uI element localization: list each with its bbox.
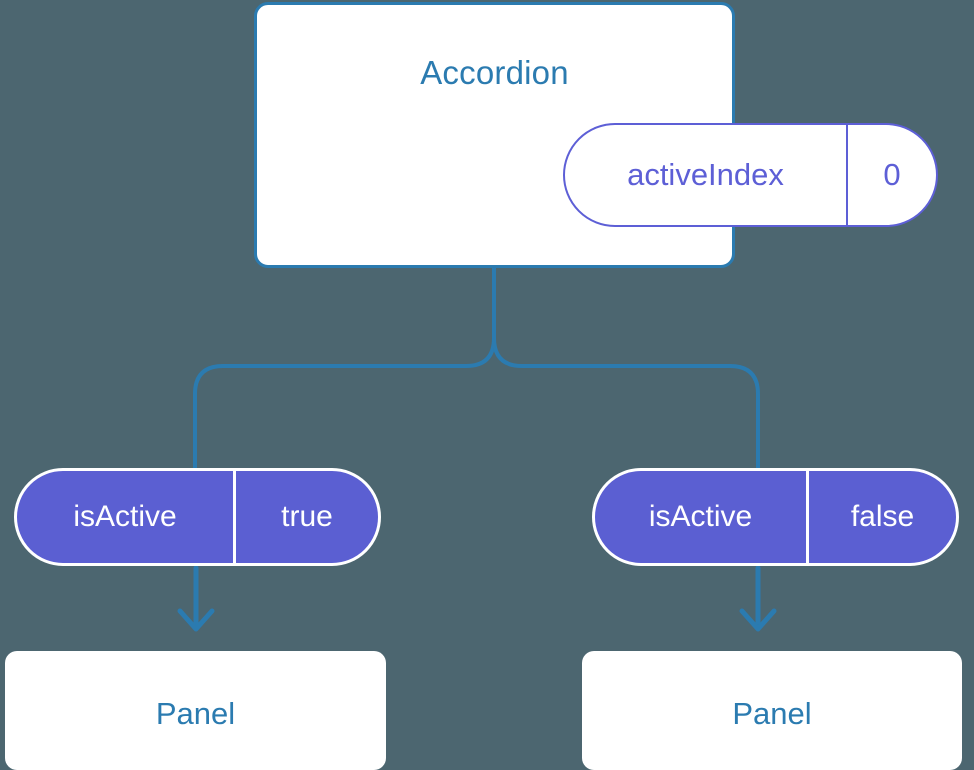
prop-pill-is-active-false[interactable]: isActive false [592, 468, 959, 566]
panel-title: Panel [732, 695, 812, 731]
state-pill-active-index[interactable]: activeIndex 0 [563, 123, 938, 227]
state-key-label: activeIndex [627, 157, 784, 192]
panel-component-card-right[interactable]: Panel [582, 651, 962, 770]
connector-branch-right [492, 264, 760, 470]
prop-key-label: isActive [73, 500, 177, 533]
connector-branch-left [193, 264, 496, 470]
arrow-down-icon-left [177, 565, 215, 632]
prop-key-label: isActive [648, 500, 753, 533]
state-value-label: 0 [846, 125, 936, 225]
accordion-component-card[interactable]: Accordion activeIndex 0 [254, 2, 938, 268]
prop-pill-is-active-true[interactable]: isActive true [14, 468, 381, 566]
prop-value-label: true [233, 471, 378, 563]
accordion-title: Accordion [420, 54, 569, 91]
prop-value-label: false [806, 471, 956, 563]
arrow-down-icon-right [739, 565, 777, 632]
panel-component-card-left[interactable]: Panel [5, 651, 386, 770]
panel-title: Panel [155, 695, 236, 731]
